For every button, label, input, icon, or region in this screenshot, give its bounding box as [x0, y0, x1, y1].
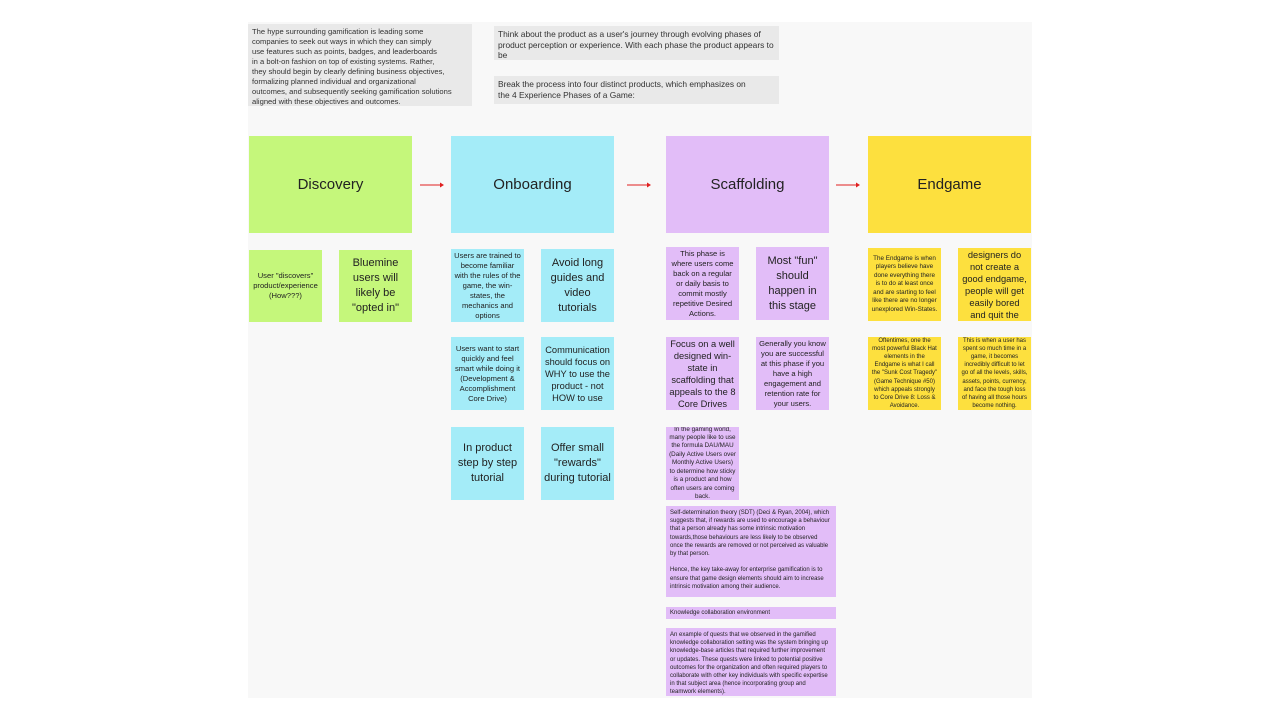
scaffolding-note-phase: This phase is where users come back on a…	[666, 247, 739, 320]
onboarding-note-avoid-guides: Avoid long guides and video tutorials	[541, 249, 614, 322]
phase-scaffolding: Scaffolding	[666, 136, 829, 233]
phase-discovery: Discovery	[249, 136, 412, 233]
scaffolding-note-quests: An example of quests that we observed in…	[666, 628, 836, 696]
phase-discovery-label: Discovery	[297, 176, 364, 193]
phase-scaffolding-label: Scaffolding	[710, 176, 785, 193]
phase-endgame-label: Endgame	[917, 176, 982, 193]
onboarding-note-trained: Users are trained to become familiar wit…	[451, 249, 524, 322]
onboarding-note-rewards: Offer small "rewards" during tutorial	[541, 427, 614, 500]
endgame-note-time-spent: This is when a user has spent so much ti…	[958, 337, 1031, 410]
arrow-right-icon	[836, 180, 860, 190]
phase-onboarding-label: Onboarding	[493, 176, 572, 193]
endgame-note-bored: If game designers do not create a good e…	[958, 248, 1031, 321]
endgame-note-definition: The Endgame is when players believe have…	[868, 248, 941, 321]
intro-note-journey: Think about the product as a user's jour…	[494, 26, 779, 60]
scaffolding-note-success: Generally you know you are successful at…	[756, 337, 829, 410]
scaffolding-note-sdt: Self-determination theory (SDT) (Deci & …	[666, 506, 836, 597]
arrow-right-icon	[627, 180, 651, 190]
intro-note-four-phases: Break the process into four distinct pro…	[494, 76, 779, 104]
phase-endgame: Endgame	[868, 136, 1031, 233]
scaffolding-note-win-state: Focus on a well designed win-state in sc…	[666, 337, 739, 410]
onboarding-note-communication: Communication should focus on WHY to use…	[541, 337, 614, 410]
scaffolding-note-dau-mau: In the gaming world, many people like to…	[666, 427, 739, 500]
endgame-note-sunk-cost: Oftentimes, one the most powerful Black …	[868, 337, 941, 410]
scaffolding-note-knowledge-env: Knowledge collaboration environment	[666, 607, 836, 619]
scaffolding-note-fun: Most "fun" should happen in this stage	[756, 247, 829, 320]
intro-note-gamification: The hype surrounding gamification is lea…	[248, 24, 472, 106]
discovery-note-discovers: User "discovers" product/experience (How…	[249, 250, 322, 322]
phase-onboarding: Onboarding	[451, 136, 614, 233]
onboarding-note-tutorial: In product step by step tutorial	[451, 427, 524, 500]
arrow-right-icon	[420, 180, 444, 190]
onboarding-note-start-quickly: Users want to start quickly and feel sma…	[451, 337, 524, 410]
discovery-note-opted-in: Bluemine users will likely be "opted in"	[339, 250, 412, 322]
